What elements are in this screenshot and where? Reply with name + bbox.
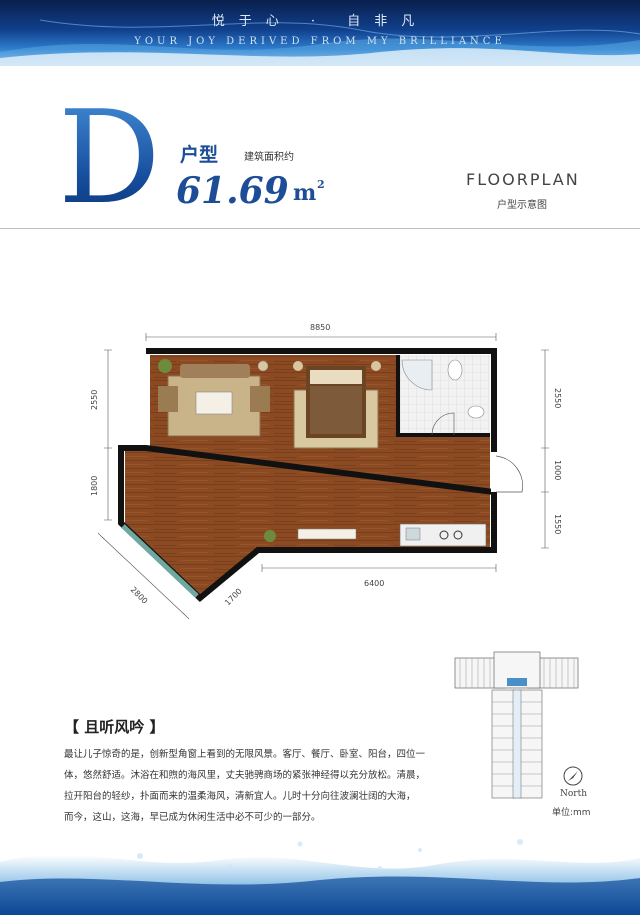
- bed-pillows: [310, 370, 362, 384]
- floorplan-subtitle: 户型示意图: [497, 200, 547, 211]
- poem-line: 体，悠然舒适。沐浴在和煦的海风里，丈夫驰骋商场的紧张神经得以充分放松。清晨，: [64, 770, 426, 781]
- entrance-opening: [491, 452, 498, 492]
- dim-left-upper: 2550: [90, 390, 99, 410]
- unit-type-letter: D: [58, 84, 161, 233]
- floor-plan-drawing: 8850 2550 1800 2550 1000 1550 6400 2800 …: [90, 323, 562, 620]
- toilet-icon: [447, 359, 463, 381]
- tv-console: [297, 528, 357, 540]
- bathroom-wall: [396, 355, 490, 437]
- area-unit: m: [293, 180, 317, 206]
- water-swirl-decoration: [0, 19, 640, 66]
- floorplan-title: FLOORPLAN: [466, 170, 580, 189]
- armchair-left: [158, 386, 178, 412]
- poem-line: 拉开阳台的轻纱，扑面而来的温柔海风，清新宜人。儿时十分向往波澜壮阔的大海，: [64, 791, 416, 802]
- plant-icon: [158, 359, 172, 373]
- slogan-chinese: 悦于心 · 自非凡: [211, 14, 429, 29]
- dim-diagonal: 2800: [129, 585, 150, 606]
- area-value: 61.69: [176, 170, 289, 212]
- poem-text: 最让儿子惊奇的是，创新型角窗上看到的无限风景。客厅、餐厅、卧室、阳台，四位一 体…: [64, 744, 459, 828]
- dimension-lines: [97, 333, 549, 620]
- highlighted-unit: [507, 678, 527, 686]
- kitchen-sink-icon: [405, 527, 421, 541]
- dim-left-lower: 1800: [90, 476, 99, 496]
- bed-cover: [310, 386, 362, 434]
- dim-right-upper: 2550: [553, 388, 562, 408]
- shower-icon: [401, 359, 433, 391]
- kitchen-counter: [399, 523, 487, 547]
- coffee-table: [195, 391, 233, 415]
- dim-right-middle: 1000: [553, 460, 562, 480]
- stove-burner-icon: [439, 530, 449, 540]
- compass-icon: [563, 766, 583, 786]
- water-splash-decoration: [0, 839, 640, 915]
- armchair-right: [250, 386, 270, 412]
- compass-label: North: [560, 789, 588, 799]
- bathroom-door-swing: [431, 412, 455, 436]
- area-unit-superscript: 2: [317, 178, 325, 191]
- site-plan-diagram: [454, 651, 579, 799]
- nightstand-lamp-icon: [371, 361, 381, 371]
- plant-icon: [264, 530, 276, 542]
- poem-title: 【 且听风吟 】: [64, 718, 165, 736]
- area-label: 建筑面积约: [244, 152, 294, 163]
- slogan-english: YOUR JOY DERIVED FROM MY BRILLIANCE: [134, 36, 506, 47]
- sofa: [180, 364, 250, 378]
- dim-bottom: 6400: [364, 579, 384, 588]
- header-banner: 悦于心 · 自非凡 YOUR JOY DERIVED FROM MY BRILL…: [0, 0, 640, 66]
- lamp-icon: [257, 360, 269, 372]
- entrance-door-swing: [495, 455, 523, 493]
- nightstand-lamp-icon: [293, 361, 303, 371]
- poem-line: 而今，这山，这海，早已成为休闲生活中必不可少的一部分。: [64, 812, 321, 823]
- dim-top: 8850: [310, 323, 330, 332]
- stove-burner-icon: [453, 530, 463, 540]
- dim-corner: 1700: [223, 587, 244, 608]
- section-divider: [0, 228, 640, 229]
- poem-line: 最让儿子惊奇的是，创新型角窗上看到的无限风景。客厅、餐厅、卧室、阳台，四位一: [64, 749, 426, 760]
- sink-icon: [467, 405, 485, 419]
- unit-note: 单位:mm: [552, 808, 591, 818]
- corner-window: [121, 524, 199, 598]
- dim-right-lower: 1550: [553, 514, 562, 534]
- unit-type-label: 户型: [180, 144, 219, 166]
